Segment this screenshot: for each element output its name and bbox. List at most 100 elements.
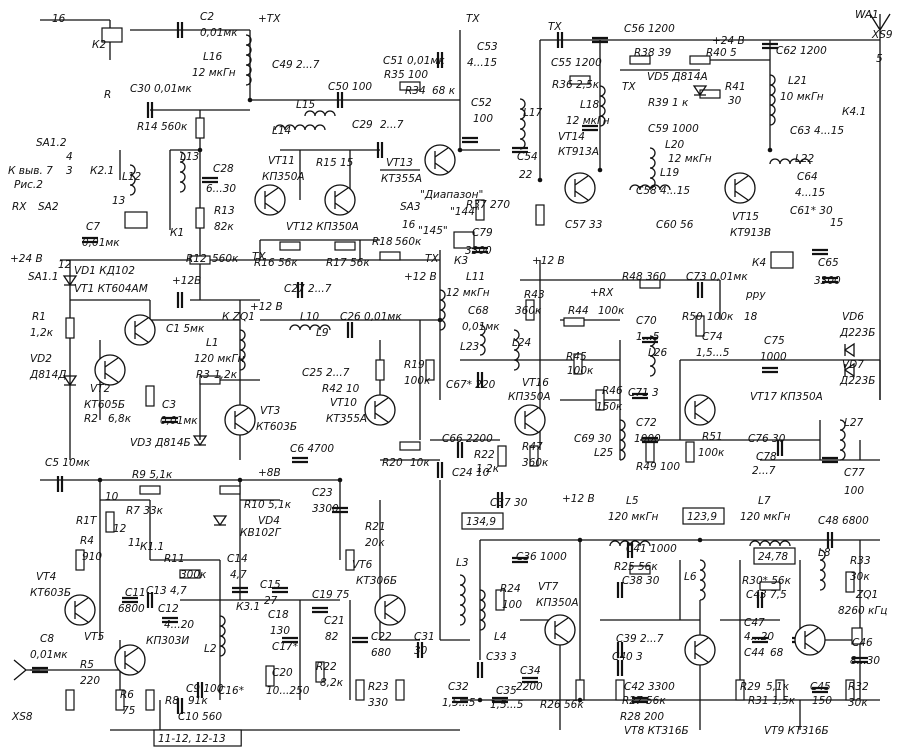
label-KP303: КП303И	[146, 635, 189, 647]
label-VD6v: Д223Б	[839, 327, 875, 339]
label-VT3: VT3	[260, 405, 280, 417]
label-L24: L24	[512, 337, 531, 349]
capacitor-8	[512, 146, 528, 154]
label-VT6: VT6	[352, 559, 373, 571]
label-C50: С50 100	[328, 81, 372, 93]
label-box1: 134,9	[466, 516, 496, 528]
resistor-39	[65, 689, 75, 711]
capacitor-57	[812, 686, 828, 694]
label-VT15: VT15	[732, 211, 759, 223]
label-TXb: TX	[466, 13, 480, 25]
connector-xs8-icon	[13, 659, 40, 681]
capacitor-24	[632, 392, 648, 400]
label-L7v: 120 мкГн	[740, 511, 790, 523]
label-R47: R47	[522, 441, 543, 453]
label-C61: С61* 30	[790, 205, 833, 217]
capacitor-61	[146, 592, 154, 608]
wire-3	[119, 109, 250, 300]
resistor-13	[65, 317, 75, 339]
label-VT6v: КТ306Б	[356, 575, 397, 587]
label-VT11v: КП350А	[262, 171, 305, 183]
label-C35: С35	[496, 685, 517, 697]
transistor-11	[64, 594, 96, 626]
transistor-9	[514, 404, 546, 436]
label-TXa: +TX	[258, 13, 281, 25]
capacitor-58	[196, 682, 204, 698]
label-C20v: 10...250	[266, 685, 310, 697]
capacitor-38	[122, 596, 138, 604]
label-R11: R11	[164, 553, 185, 565]
resistor-28	[685, 441, 695, 463]
label-VT4: VT4	[36, 571, 56, 583]
junction-3	[537, 177, 543, 183]
label-C49: С49 2...7	[272, 59, 320, 71]
relay-2	[453, 231, 475, 249]
label-L21v: 10 мкГн	[780, 91, 824, 103]
junction-6	[437, 317, 443, 323]
label-R33v: 30к	[850, 571, 870, 583]
label-R2v: 6,8к	[108, 413, 132, 425]
label-Ris: Рис.2	[14, 179, 43, 191]
label-R34: R34	[405, 85, 426, 97]
label-n15: 15	[830, 217, 844, 229]
label-C23: С23	[312, 487, 333, 499]
label-C27: С27 2...7	[284, 283, 332, 295]
label-C29v: 2...7	[380, 119, 404, 131]
label-VT15v: КТ913В	[730, 227, 771, 239]
capacitor-34	[512, 556, 528, 564]
label-VT7v: КП350А	[536, 597, 579, 609]
label-C48: С48 6800	[818, 515, 869, 527]
capacitor-59	[176, 698, 184, 714]
resistor-30	[219, 485, 241, 495]
label-K4: К4	[752, 257, 766, 269]
label-R41v: 30	[728, 95, 742, 107]
label-L27: L27	[844, 417, 864, 429]
inductor-15	[619, 419, 626, 461]
label-R31: R31 1,5к	[748, 695, 796, 707]
inductor-19	[219, 615, 226, 657]
resistor-37	[759, 581, 781, 591]
label-p24b: +24 В	[10, 253, 43, 265]
label-VD1: VD1 КД102	[74, 265, 135, 277]
label-C77: С77	[844, 467, 865, 479]
label-R4: R4	[80, 535, 94, 547]
label-C11: С11	[125, 587, 146, 599]
label-C37: С37 30	[490, 497, 528, 509]
label-L25: L25	[594, 447, 614, 459]
capacitor-3	[146, 102, 154, 118]
capacitor-39	[162, 616, 178, 624]
label-R22: R22	[474, 449, 495, 461]
inductor-4	[599, 85, 606, 127]
label-R50: R50	[682, 311, 703, 323]
label-R12v: 560к	[212, 253, 239, 265]
label-VT14v: КТ913А	[558, 146, 599, 158]
label-C74v: 1,5...5	[696, 347, 730, 359]
diode-5	[843, 342, 855, 358]
relay-3	[770, 251, 794, 269]
wire-7	[60, 259, 200, 460]
label-C43: С43 7,5	[746, 589, 787, 601]
label-R24v: 100	[502, 599, 522, 611]
label-L5v: 120 мкГн	[608, 511, 658, 523]
resistor-33	[179, 569, 201, 579]
capacitor-54	[852, 656, 868, 664]
label-C76: С76 30	[748, 433, 786, 445]
label-C54v: 22	[519, 169, 533, 181]
label-R46v: 150к	[596, 401, 623, 413]
label-C40: С40 3	[612, 651, 643, 663]
label-R6v: 75	[122, 705, 136, 717]
label-box2: 123,9	[687, 511, 717, 523]
capacitor-14	[822, 276, 838, 284]
label-box4: 11-12, 12-13	[158, 733, 226, 745]
label-SA12: SA1.2	[36, 137, 67, 149]
label-VT2: VT2	[90, 383, 111, 395]
label-p24a: +24 В	[712, 35, 745, 47]
label-C53: С53	[477, 41, 498, 53]
label-box3: 24,78	[758, 551, 788, 563]
label-C8: С8	[40, 633, 54, 645]
label-R5v: 220	[80, 675, 100, 687]
transistor-8	[364, 394, 396, 426]
label-R41: R41	[725, 81, 746, 93]
label-VD7: VD7	[842, 359, 864, 371]
